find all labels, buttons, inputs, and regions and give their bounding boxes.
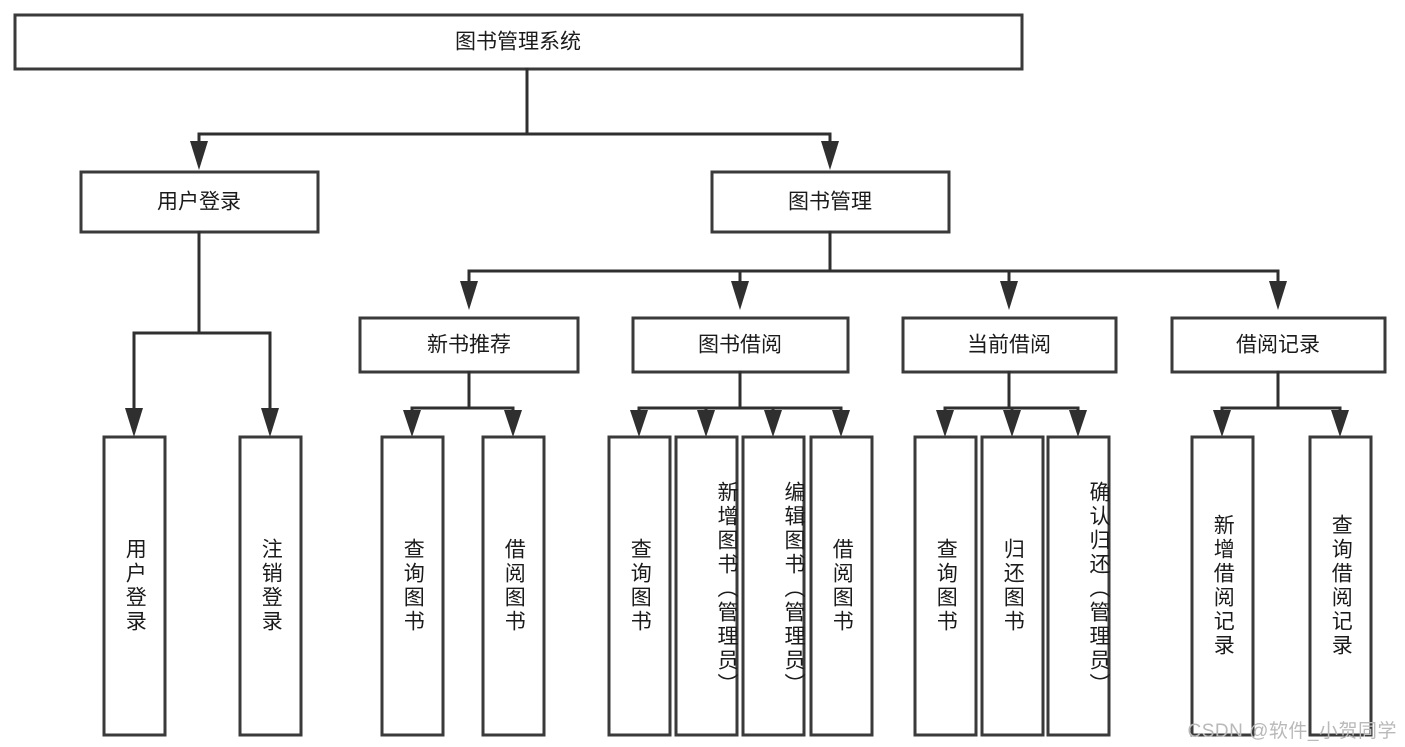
node-new-book-recommend-box[interactable] — [358, 316, 580, 374]
edge-book-management-to-level2 — [460, 230, 1287, 310]
leaf-box-borrow-book[interactable] — [809, 435, 874, 737]
edge-root-to-level1 — [190, 67, 839, 170]
leaf-box-query-book-borrow[interactable] — [607, 435, 672, 737]
arrow-head-icon — [764, 410, 782, 437]
node-current-borrow-box[interactable] — [901, 316, 1118, 374]
leaf-box-user-login[interactable] — [102, 435, 167, 737]
arrow-head-icon — [1213, 410, 1231, 437]
node-borrow-record-label: 借阅记录 — [1236, 334, 1320, 357]
edge-user-login-to-leaves — [125, 230, 279, 437]
arrow-head-icon — [1331, 410, 1349, 437]
arrow-head-icon — [261, 408, 279, 437]
arrow-head-icon — [190, 141, 208, 170]
leaf-box-borrow-book-recommend[interactable] — [481, 435, 546, 737]
arrow-head-icon — [630, 410, 648, 437]
node-book-borrow[interactable]: 图书借阅 — [631, 316, 850, 374]
leaf-box-logout[interactable] — [238, 435, 303, 737]
leaf-box-add-book-admin[interactable] — [674, 435, 739, 737]
arrow-head-icon — [821, 141, 839, 170]
node-book-management-label: 图书管理 — [788, 191, 872, 214]
node-new-book-recommend-label: 新书推荐 — [427, 334, 511, 357]
leaf-box-return-book[interactable] — [980, 435, 1045, 737]
arrow-head-icon — [1269, 281, 1287, 310]
node-current-borrow-label: 当前借阅 — [967, 334, 1051, 357]
arrow-head-icon — [125, 408, 143, 437]
leaf-box-query-borrow-record[interactable] — [1308, 435, 1373, 737]
leaf-box-edit-book-admin[interactable] — [741, 435, 806, 737]
node-book-management[interactable]: 图书管理 — [710, 170, 951, 234]
arrow-head-icon — [1000, 281, 1018, 310]
edge-new-book-recommend-to-leaves — [403, 370, 522, 437]
watermark-text: CSDN @软件_小贺同学 — [1187, 721, 1397, 742]
arrow-head-icon — [731, 281, 749, 310]
node-user-login[interactable]: 用户登录 — [79, 170, 320, 234]
arrow-head-icon — [832, 410, 850, 437]
edge-current-borrow-to-leaves — [936, 370, 1087, 437]
arrow-head-icon — [403, 410, 421, 437]
node-borrow-record[interactable]: 借阅记录 — [1170, 316, 1387, 374]
node-book-borrow-label: 图书借阅 — [698, 334, 782, 357]
leaf-box-confirm-return-admin[interactable] — [1046, 435, 1111, 737]
leaf-box-query-book-recommend[interactable] — [380, 435, 445, 737]
arrow-head-icon — [936, 410, 954, 437]
arrow-head-icon — [1069, 410, 1087, 437]
node-root-box[interactable] — [13, 13, 1024, 71]
leaf-box-query-book-current[interactable] — [913, 435, 978, 737]
node-user-login-label: 用户登录 — [157, 191, 241, 214]
arrow-head-icon — [697, 410, 715, 437]
node-user-login-box[interactable] — [79, 170, 320, 234]
leaf-box-add-borrow-record[interactable] — [1190, 435, 1255, 737]
node-root[interactable]: 图书管理系统 — [13, 13, 1024, 71]
node-current-borrow[interactable]: 当前借阅 — [901, 316, 1118, 374]
arrow-head-icon — [460, 281, 478, 310]
arrow-head-icon — [1003, 410, 1021, 437]
edge-borrow-record-to-leaves — [1213, 370, 1349, 437]
node-new-book-recommend[interactable]: 新书推荐 — [358, 316, 580, 374]
node-root-label: 图书管理系统 — [455, 31, 581, 54]
arrow-head-icon — [504, 410, 522, 437]
edge-book-borrow-to-leaves — [630, 370, 850, 437]
